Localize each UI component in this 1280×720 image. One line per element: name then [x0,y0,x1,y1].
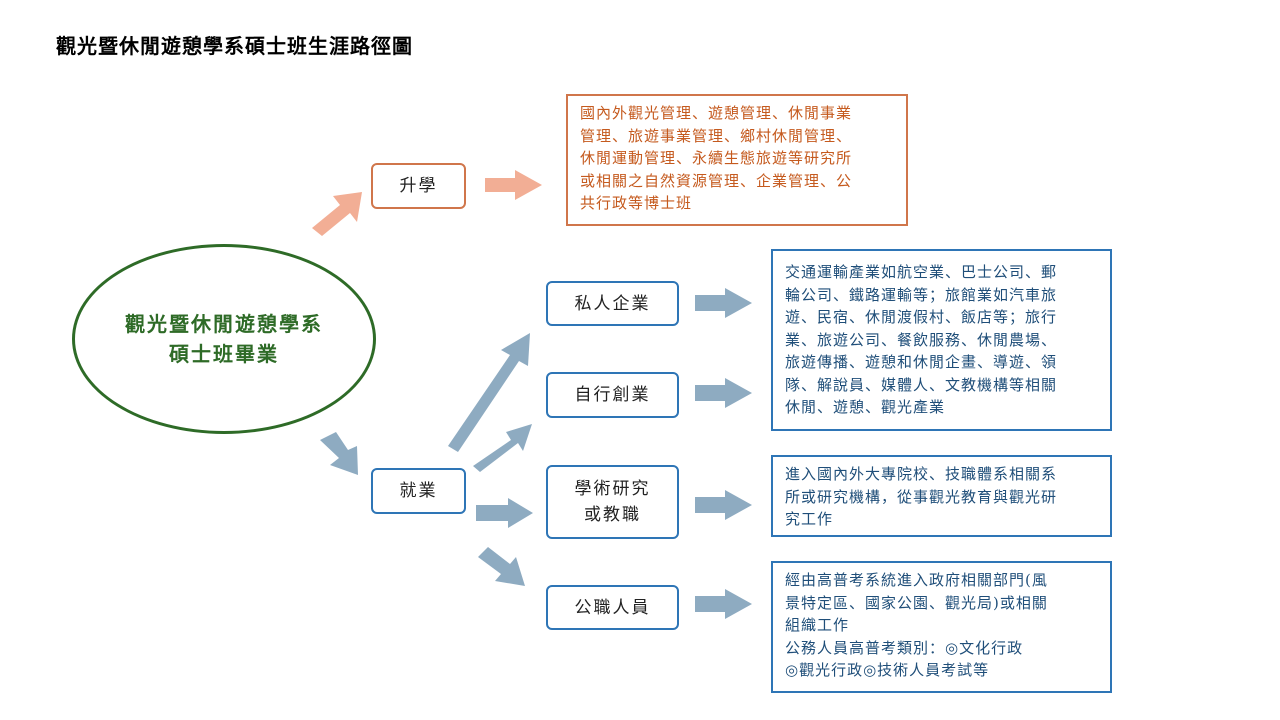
node-academic-teaching: 學術研究 或教職 [546,465,679,539]
arrow-startup-to-desc [695,378,752,408]
node-civil-servant-label: 公職人員 [574,597,651,618]
desc-line: 遊、民宿、休閒渡假村、飯店等；旅行 [785,308,1058,326]
node-academic-line-2: 或教職 [584,505,641,525]
center-node-graduation: 觀光暨休閒遊憩學系 碩士班畢業 [72,244,376,434]
center-line-1: 觀光暨休閒遊憩學系 [125,312,323,336]
center-line-2: 碩士班畢業 [169,342,279,366]
desc-line: 究工作 [785,510,834,528]
desc-line: 輪公司、鐵路運輸等；旅館業如汽車旅 [785,285,1058,304]
arrow-civil-to-desc [695,589,752,619]
desc-academic: 進入國內外大專院校、技職體系相關系 所或研究機構，從事觀光教育與觀光研 究工作 [771,455,1112,537]
arrow-private-to-desc [695,288,752,318]
desc-line: 休閒運動管理、永續生態旅遊等研究所 [580,149,853,167]
node-private-enterprise-label: 私人企業 [574,293,651,314]
node-entrepreneurship-label: 自行創業 [574,385,651,405]
desc-line: 業、旅遊公司、餐飲服務、休閒農場、 [785,330,1058,349]
arrow-employment-to-academic [476,498,533,528]
desc-line: 所或研究機構，從事觀光教育與觀光研 [785,487,1058,506]
desc-line: 組織工作 [785,616,850,634]
desc-line: 經由高普考系統進入政府相關部門(風 [785,571,1048,589]
desc-line: 交通運輸產業如航空業、巴士公司、郵 [785,263,1058,281]
desc-line: 進入國內外大專院校、技職體系相關系 [785,465,1058,483]
node-civil-servant: 公職人員 [546,585,679,630]
desc-line: 隊、解說員、媒體人、文教機構等相關 [785,375,1058,394]
arrow-employment-to-civil [478,547,525,586]
desc-line: 公務人員高普考類別：◎文化行政 [785,638,1024,657]
node-further-study: 升學 [371,163,466,209]
arrow-center-to-employment [320,432,358,475]
desc-line: 旅遊傳播、遊憩和休閒企畫、導遊、領 [785,353,1058,371]
desc-further-study: 國內外觀光管理、遊憩管理、休閒事業 管理、旅遊事業管理、鄉村休閒管理、 休閒運動… [566,94,908,226]
desc-line: 管理、旅遊事業管理、鄉村休閒管理、 [580,126,853,145]
desc-line: 共行政等博士班 [580,194,693,212]
arrow-center-to-study [312,192,362,236]
node-employment-label: 就業 [399,481,438,501]
desc-industry: 交通運輸產業如航空業、巴士公司、郵 輪公司、鐵路運輸等；旅館業如汽車旅 遊、民宿… [771,249,1112,431]
page-title: 觀光暨休閒遊憩學系碩士班生涯路徑圖 [56,34,413,58]
desc-civil-servant: 經由高普考系統進入政府相關部門(風 景特定區、國家公園、觀光局)或相關 組織工作… [771,561,1112,693]
desc-line: 休閒、遊憩、觀光產業 [785,398,946,416]
arrow-study-to-desc [485,170,542,200]
arrow-employment-to-private [448,333,530,452]
desc-line: 景特定區、國家公園、觀光局)或相關 [785,593,1048,612]
desc-line: ◎觀光行政◎技術人員考試等 [785,661,990,679]
desc-line: 國內外觀光管理、遊憩管理、休閒事業 [580,104,853,122]
node-private-enterprise: 私人企業 [546,281,679,326]
desc-line: 或相關之自然資源管理、企業管理、公 [580,171,853,190]
node-academic-line-1: 學術研究 [574,479,651,499]
node-entrepreneurship: 自行創業 [546,372,679,418]
node-employment: 就業 [371,468,466,514]
arrow-academic-to-desc [695,490,752,520]
arrow-employment-to-startup [473,424,532,472]
node-further-study-label: 升學 [399,176,438,196]
